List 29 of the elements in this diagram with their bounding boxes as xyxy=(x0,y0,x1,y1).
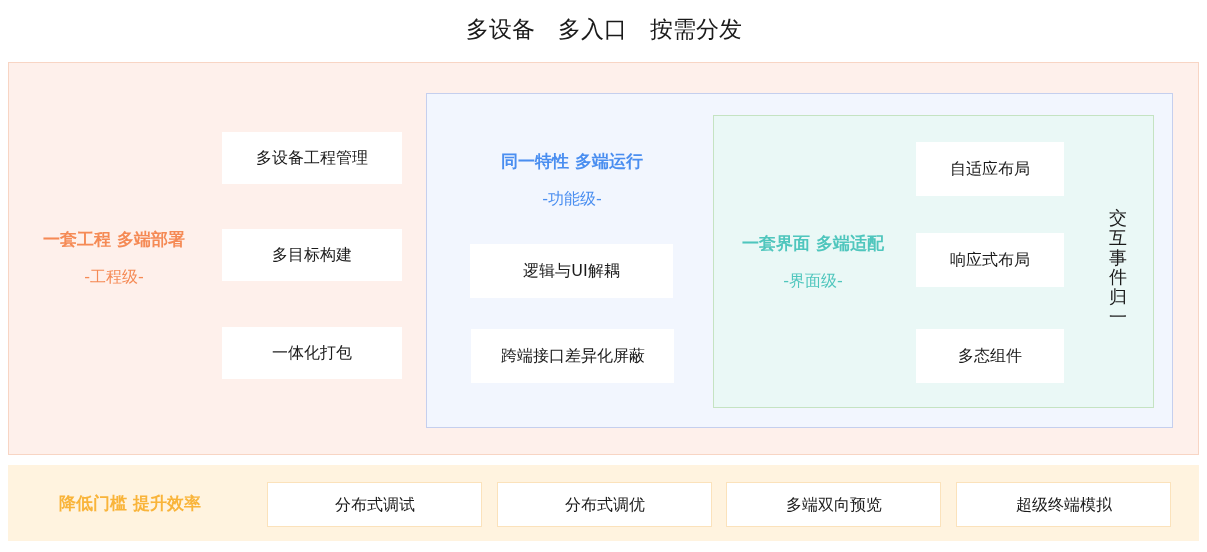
feature-label: 超级终端模拟 xyxy=(1015,493,1112,516)
panel-heading: 一套界面 多端适配 xyxy=(742,232,884,256)
panel-heading: 一套工程 多端部署 xyxy=(43,228,185,252)
feature-label: 多目标构建 xyxy=(272,244,352,266)
vertical-label: 交互事件归一 xyxy=(1109,208,1127,327)
interface-level-panel xyxy=(713,115,1154,408)
feature-label: 一体化打包 xyxy=(272,342,352,364)
feature-box xyxy=(726,482,941,527)
feature-box xyxy=(956,482,1171,527)
feature-box xyxy=(267,482,482,527)
level-label: -功能级- xyxy=(542,187,602,210)
feature-box xyxy=(497,482,712,527)
feature-label: 自适应布局 xyxy=(950,158,1030,180)
level-label: -工程级- xyxy=(84,265,144,288)
feature-label: 多端双向预览 xyxy=(785,493,882,516)
feature-label: 分布式调优 xyxy=(564,493,645,516)
feature-level-panel xyxy=(426,93,1173,428)
feature-label: 分布式调试 xyxy=(334,493,415,516)
efficiency-band xyxy=(8,465,1199,541)
feature-label: 响应式布局 xyxy=(950,249,1030,271)
feature-label: 逻辑与UI解耦 xyxy=(523,260,620,282)
feature-label: 跨端接口差异化屏蔽 xyxy=(500,345,645,367)
panel-heading: 降低门槛 提升效率 xyxy=(59,492,201,516)
level-label: -界面级- xyxy=(783,269,843,292)
feature-label: 多态组件 xyxy=(958,345,1022,367)
feature-label: 多设备工程管理 xyxy=(256,147,368,169)
diagram-title: 多设备 多入口 按需分发 xyxy=(464,15,743,44)
engineering-level-panel xyxy=(8,62,1199,455)
panel-heading: 同一特性 多端运行 xyxy=(501,150,643,174)
